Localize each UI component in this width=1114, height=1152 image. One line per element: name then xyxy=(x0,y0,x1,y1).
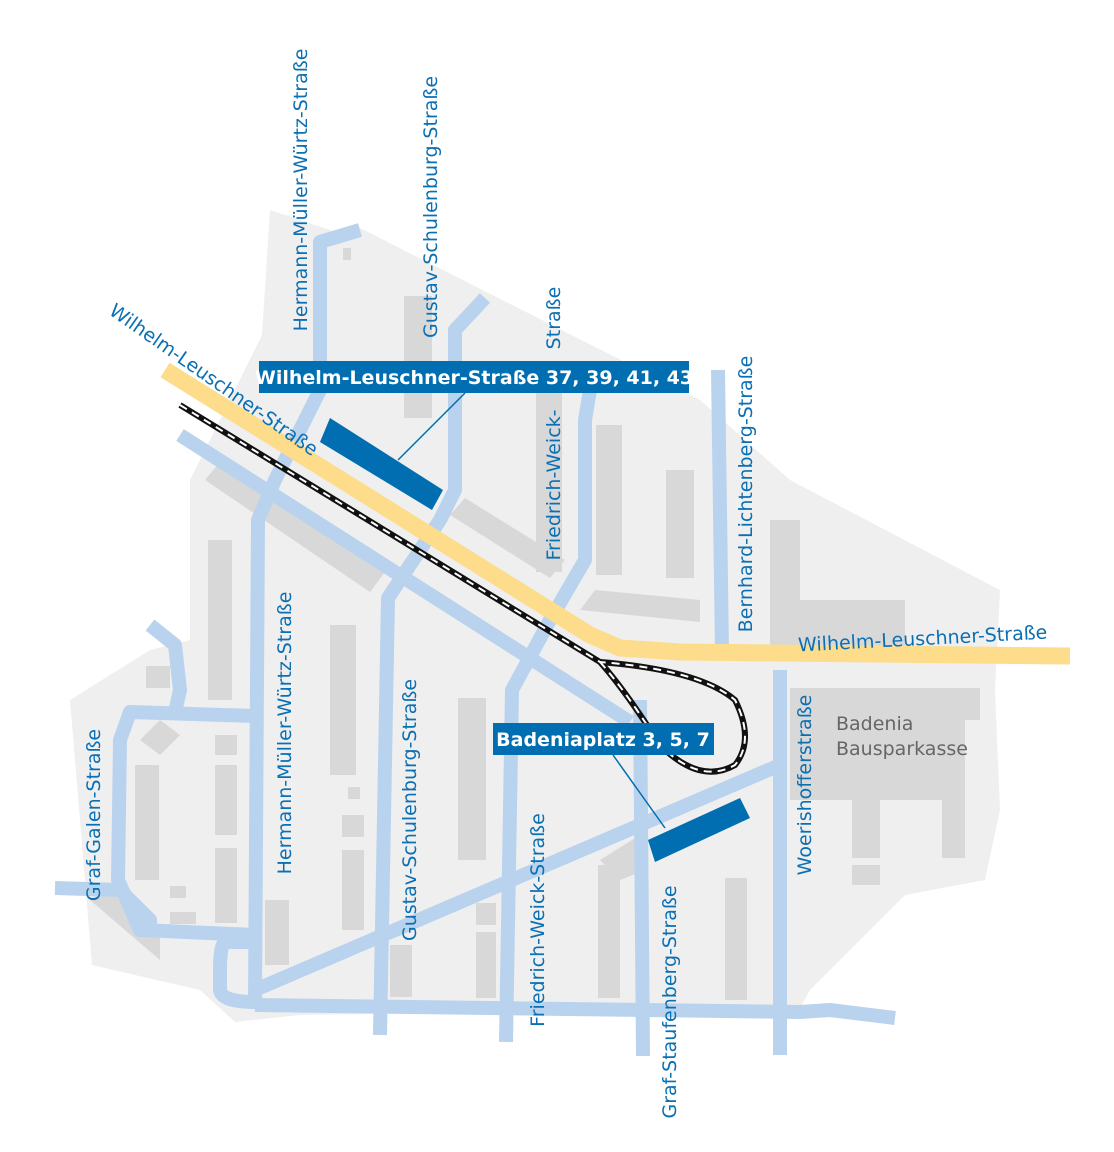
building-highlight[interactable] xyxy=(648,798,750,862)
leader-line xyxy=(612,754,666,829)
street-label: Hermann-Müller-Würtz-Straße xyxy=(274,592,296,875)
street-label: Straße xyxy=(543,287,565,350)
railway xyxy=(178,402,748,775)
leader-line xyxy=(397,392,466,461)
street-label: Graf-Staufenberg-Straße xyxy=(659,885,681,1118)
street-label: Bernhard-Lichtenberg-Straße xyxy=(735,356,757,633)
building-highlight[interactable] xyxy=(320,418,443,510)
main-road xyxy=(160,362,1071,665)
buildings xyxy=(90,248,980,1000)
street-label: Woerishofferstraße xyxy=(794,695,816,876)
landmark-badenia: Badenia Bausparkasse xyxy=(836,713,968,760)
street-label: Graf-Galen-Straße xyxy=(83,729,105,901)
location-badeniaplatz[interactable]: Badeniaplatz 3, 5, 7 xyxy=(493,723,750,862)
street-label: Gustav-Schulenburg-Straße xyxy=(399,679,421,941)
street-label: Gustav-Schulenburg-Straße xyxy=(420,76,442,338)
location-label-box[interactable] xyxy=(259,361,689,393)
location-label[interactable]: Wilhelm-Leuschner-Straße 37, 39, 41, 43 xyxy=(255,367,693,389)
street-label: Friedrich-Weick-Straße xyxy=(527,813,549,1027)
location-wls[interactable]: Wilhelm-Leuschner-Straße 37, 39, 41, 43 xyxy=(255,361,693,510)
location-label[interactable]: Badeniaplatz 3, 5, 7 xyxy=(496,729,710,751)
landmark-label-line1: Badenia xyxy=(836,713,913,735)
street-label: Friedrich-Weick- xyxy=(543,410,565,561)
landmark-label-line2: Bausparkasse xyxy=(836,738,968,760)
location-label-box[interactable] xyxy=(493,723,714,755)
street-label: Hermann-Müller-Würtz-Straße xyxy=(290,49,312,332)
